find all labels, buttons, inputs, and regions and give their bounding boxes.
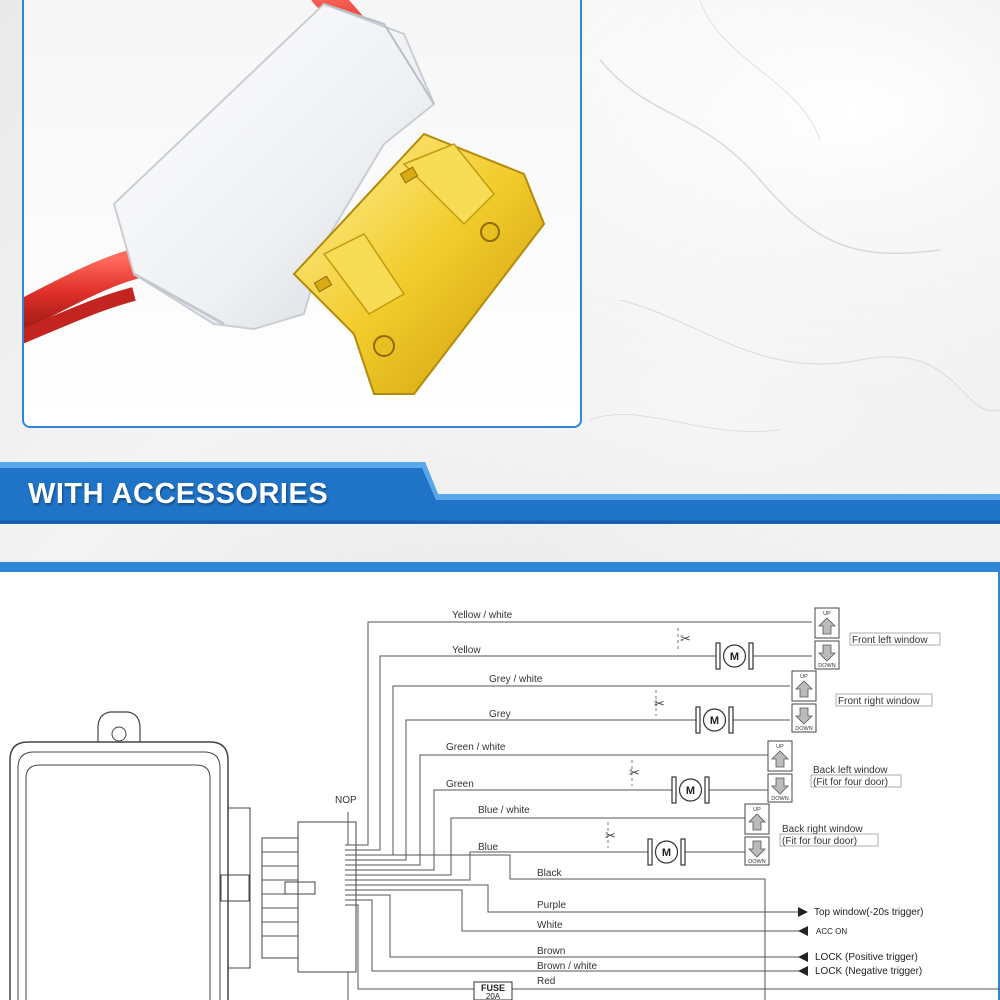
motor-label: M: [686, 785, 695, 797]
fuse-label: FUSE: [481, 983, 505, 993]
arrow-up-icon: [771, 750, 789, 768]
arrow-left-icon: [798, 952, 808, 962]
wire-label: Yellow / white: [452, 610, 513, 621]
arrow-down-icon: [818, 644, 836, 662]
motor-label: M: [730, 651, 739, 663]
arrow-down-icon: [771, 777, 789, 795]
wire-label: White: [537, 920, 563, 931]
nop-label: NOP: [335, 795, 357, 806]
wire-label: Purple: [537, 900, 566, 911]
wire-purple: [345, 884, 800, 913]
wire-label: Red: [537, 976, 555, 987]
wire-label: Green / white: [446, 742, 506, 753]
motor-front-left: [715, 642, 754, 670]
arrow-down-icon: [748, 840, 766, 858]
switch-up-label: UP: [823, 611, 831, 617]
scissors-icons: ✂ ✂ ✂ ✂: [605, 631, 691, 843]
motor-label: M: [662, 847, 671, 859]
fuse-rating: 20A: [486, 992, 501, 1000]
motor-back-right: [647, 838, 686, 866]
wire-blue: [345, 851, 648, 881]
wire-label: Yellow: [452, 645, 481, 656]
wire-brown-white: [345, 899, 800, 972]
wire-label: Grey / white: [489, 674, 543, 685]
section-title: WITH ACCESSORIES: [28, 478, 329, 510]
wire-yellow: [345, 655, 716, 851]
arrow-up-icon: [795, 680, 813, 698]
arrow-down-icon: [795, 707, 813, 725]
fuse-symbol: FUSE 20A: [473, 981, 513, 1000]
output-label-top-window: Top window(-20s trigger): [814, 907, 924, 918]
arrow-right-icon: [798, 907, 808, 917]
switch-up-label: UP: [753, 807, 761, 813]
marble-veins: [589, 0, 1000, 433]
window-label-back-right: Back right window: [782, 824, 863, 835]
wire-green-white: [345, 754, 768, 866]
window-label-back-right-note: (Fit for four door): [782, 836, 857, 847]
window-label-front-left: Front left window: [852, 635, 928, 646]
wire-yellow-white: [345, 621, 812, 846]
wire-label: Black: [537, 868, 562, 879]
window-label-front-right: Front right window: [838, 696, 920, 707]
scissors-icon: ✂: [629, 765, 640, 780]
wire-runs: [345, 621, 1000, 1000]
arrow-up-icon: [818, 617, 836, 635]
wire-black: [345, 854, 766, 1000]
scissors-icon: ✂: [654, 696, 665, 711]
control-module-body: [9, 741, 229, 1000]
wire-white: [345, 889, 800, 932]
motor-back-left: [671, 776, 710, 804]
wire-label: Grey: [489, 709, 511, 720]
switch-down-label: DOWN: [748, 859, 765, 865]
wire-brown: [345, 894, 800, 958]
wire-grey-white: [345, 685, 790, 856]
product-photo-card: [22, 0, 582, 428]
wire-label: Blue / white: [478, 805, 530, 816]
wire-grey: [345, 719, 696, 861]
wire-label: Blue: [478, 842, 498, 853]
switch-up-label: UP: [800, 674, 808, 680]
wire-green: [345, 789, 672, 871]
wire-red: [345, 904, 474, 990]
wiring-diagram-panel: ✂ ✂ ✂ ✂ M M M M: [0, 562, 1000, 1000]
arrow-left-icon: [798, 966, 808, 976]
wiring-diagram: ✂ ✂ ✂ ✂ M M M M: [9, 607, 1000, 1000]
fuse-holder-illustration: [24, 0, 546, 395]
scissors-icon: ✂: [605, 828, 616, 843]
switch-down-label: DOWN: [795, 726, 812, 732]
window-label-back-left: Back left window: [813, 765, 888, 776]
motor-label: M: [710, 715, 719, 727]
scissors-icon: ✂: [680, 631, 691, 646]
window-label-back-left-note: (Fit for four door): [813, 777, 888, 788]
wire-label: Brown: [537, 946, 565, 957]
wire-blue-white: [345, 817, 745, 876]
wire-label: Brown / white: [537, 961, 597, 972]
output-label-lock-positive: LOCK (Positive trigger): [815, 952, 918, 963]
red-wire-left-lower: [24, 287, 136, 344]
motor-front-right: [695, 706, 734, 734]
output-label-acc-on: ACC ON: [816, 927, 847, 936]
switch-up-label: UP: [776, 744, 784, 750]
wire-label: Green: [446, 779, 474, 790]
output-label-lock-negative: LOCK (Negative trigger): [815, 966, 922, 977]
motors: [647, 642, 754, 866]
arrow-left-icon: [798, 926, 808, 936]
switch-down-label: DOWN: [771, 796, 788, 802]
section-banner: [0, 462, 1000, 524]
switch-down-label: DOWN: [818, 663, 835, 669]
arrow-up-icon: [748, 813, 766, 831]
